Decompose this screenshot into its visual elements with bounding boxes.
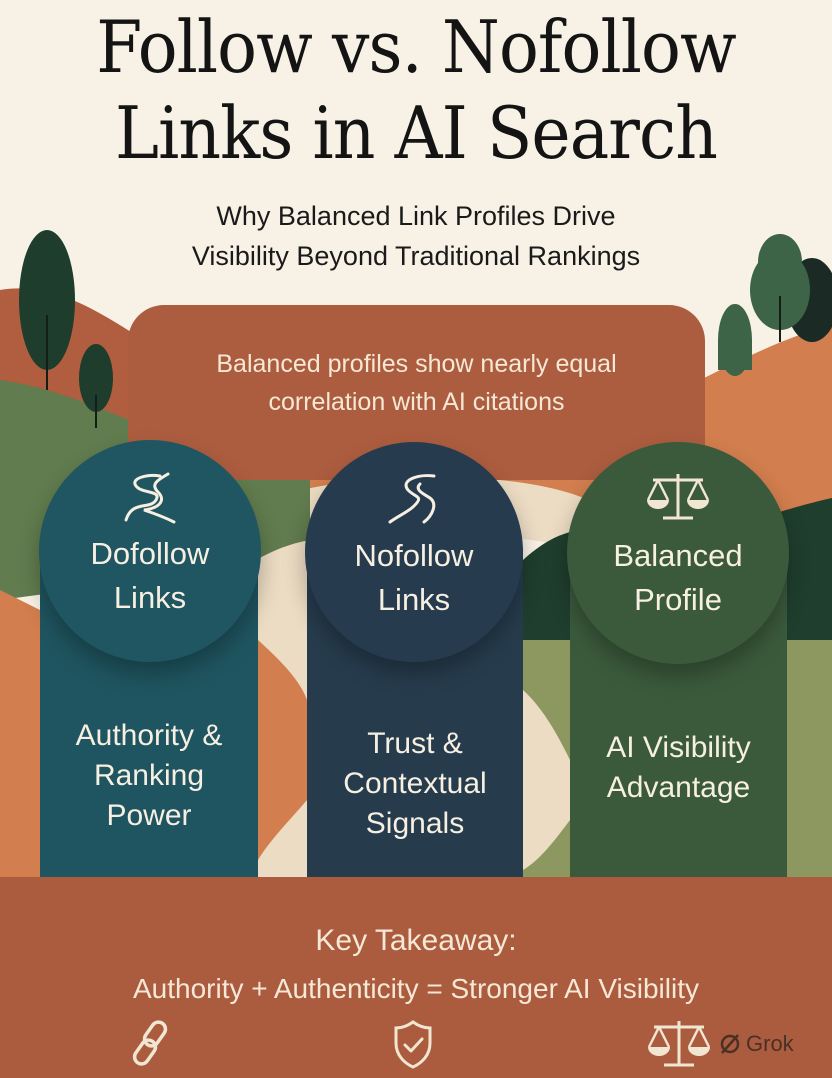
scales-icon [647,1021,711,1067]
nofollow-badge: Nofollow Links [305,442,523,662]
badge-title: Balanced Profile [567,534,789,622]
grok-logo-icon [720,1034,740,1054]
column-description: Authority & Ranking Power [40,716,258,836]
desc-line: AI Visibility [606,731,751,764]
shield-check-icon [394,1020,432,1069]
desc-line: Power [106,799,192,832]
tree-icon [750,234,810,342]
badge-title: Dofollow Links [39,532,261,620]
desc-line: Trust & [367,727,463,760]
subtitle: Why Balanced Link Profiles Drive Visibil… [0,196,832,276]
desc-line: Contextual [343,767,487,800]
scales-icon [646,474,710,520]
page-title-line-1: Follow vs. Nofollow [96,5,736,89]
callout-text: Balanced profiles show nearly equal corr… [128,345,705,421]
desc-line: Ranking [93,759,205,792]
tree-icon [79,344,113,428]
subtitle-line-1: Why Balanced Link Profiles Drive [216,201,616,231]
key-takeaway-band: Key Takeaway: Authority + Authenticity =… [0,877,832,1078]
badge-title-line: Links [377,582,451,617]
badge-title-line: Nofollow [354,538,474,573]
desc-line: Authority & [75,719,223,752]
takeaway-formula: Authority + Authenticity = Stronger AI V… [132,973,699,1004]
tree-icon [19,230,75,390]
link-icon [132,1020,168,1066]
desc-line: Advantage [606,771,751,804]
subtitle-line-2: Visibility Beyond Traditional Rankings [191,241,641,271]
takeaway-heading: Key Takeaway: [315,924,517,957]
dofollow-badge: Dofollow Links [39,440,261,662]
grok-watermark: Grok [718,1030,794,1058]
badge-title-line: Profile [634,582,722,617]
desc-line: Signals [365,807,465,840]
badge-title-line: Balanced [613,538,743,573]
badge-title-line: Links [113,580,187,615]
tree-icon [718,304,752,376]
badge-title-line: Dofollow [90,536,210,571]
column-description: AI Visibility Advantage [570,728,787,808]
badge-title: Nofollow Links [305,534,523,622]
balanced-badge: Balanced Profile [567,442,789,664]
winding-path-icon [124,472,176,524]
column-description: Trust & Contextual Signals [307,724,523,844]
callout-line-2: correlation with AI citations [268,388,565,416]
watermark-label: Grok [746,1031,794,1056]
callout-line-1: Balanced profiles show nearly equal [216,350,617,378]
page-title-line-2: Links in AI Search [115,91,718,175]
winding-path-icon [388,474,436,524]
